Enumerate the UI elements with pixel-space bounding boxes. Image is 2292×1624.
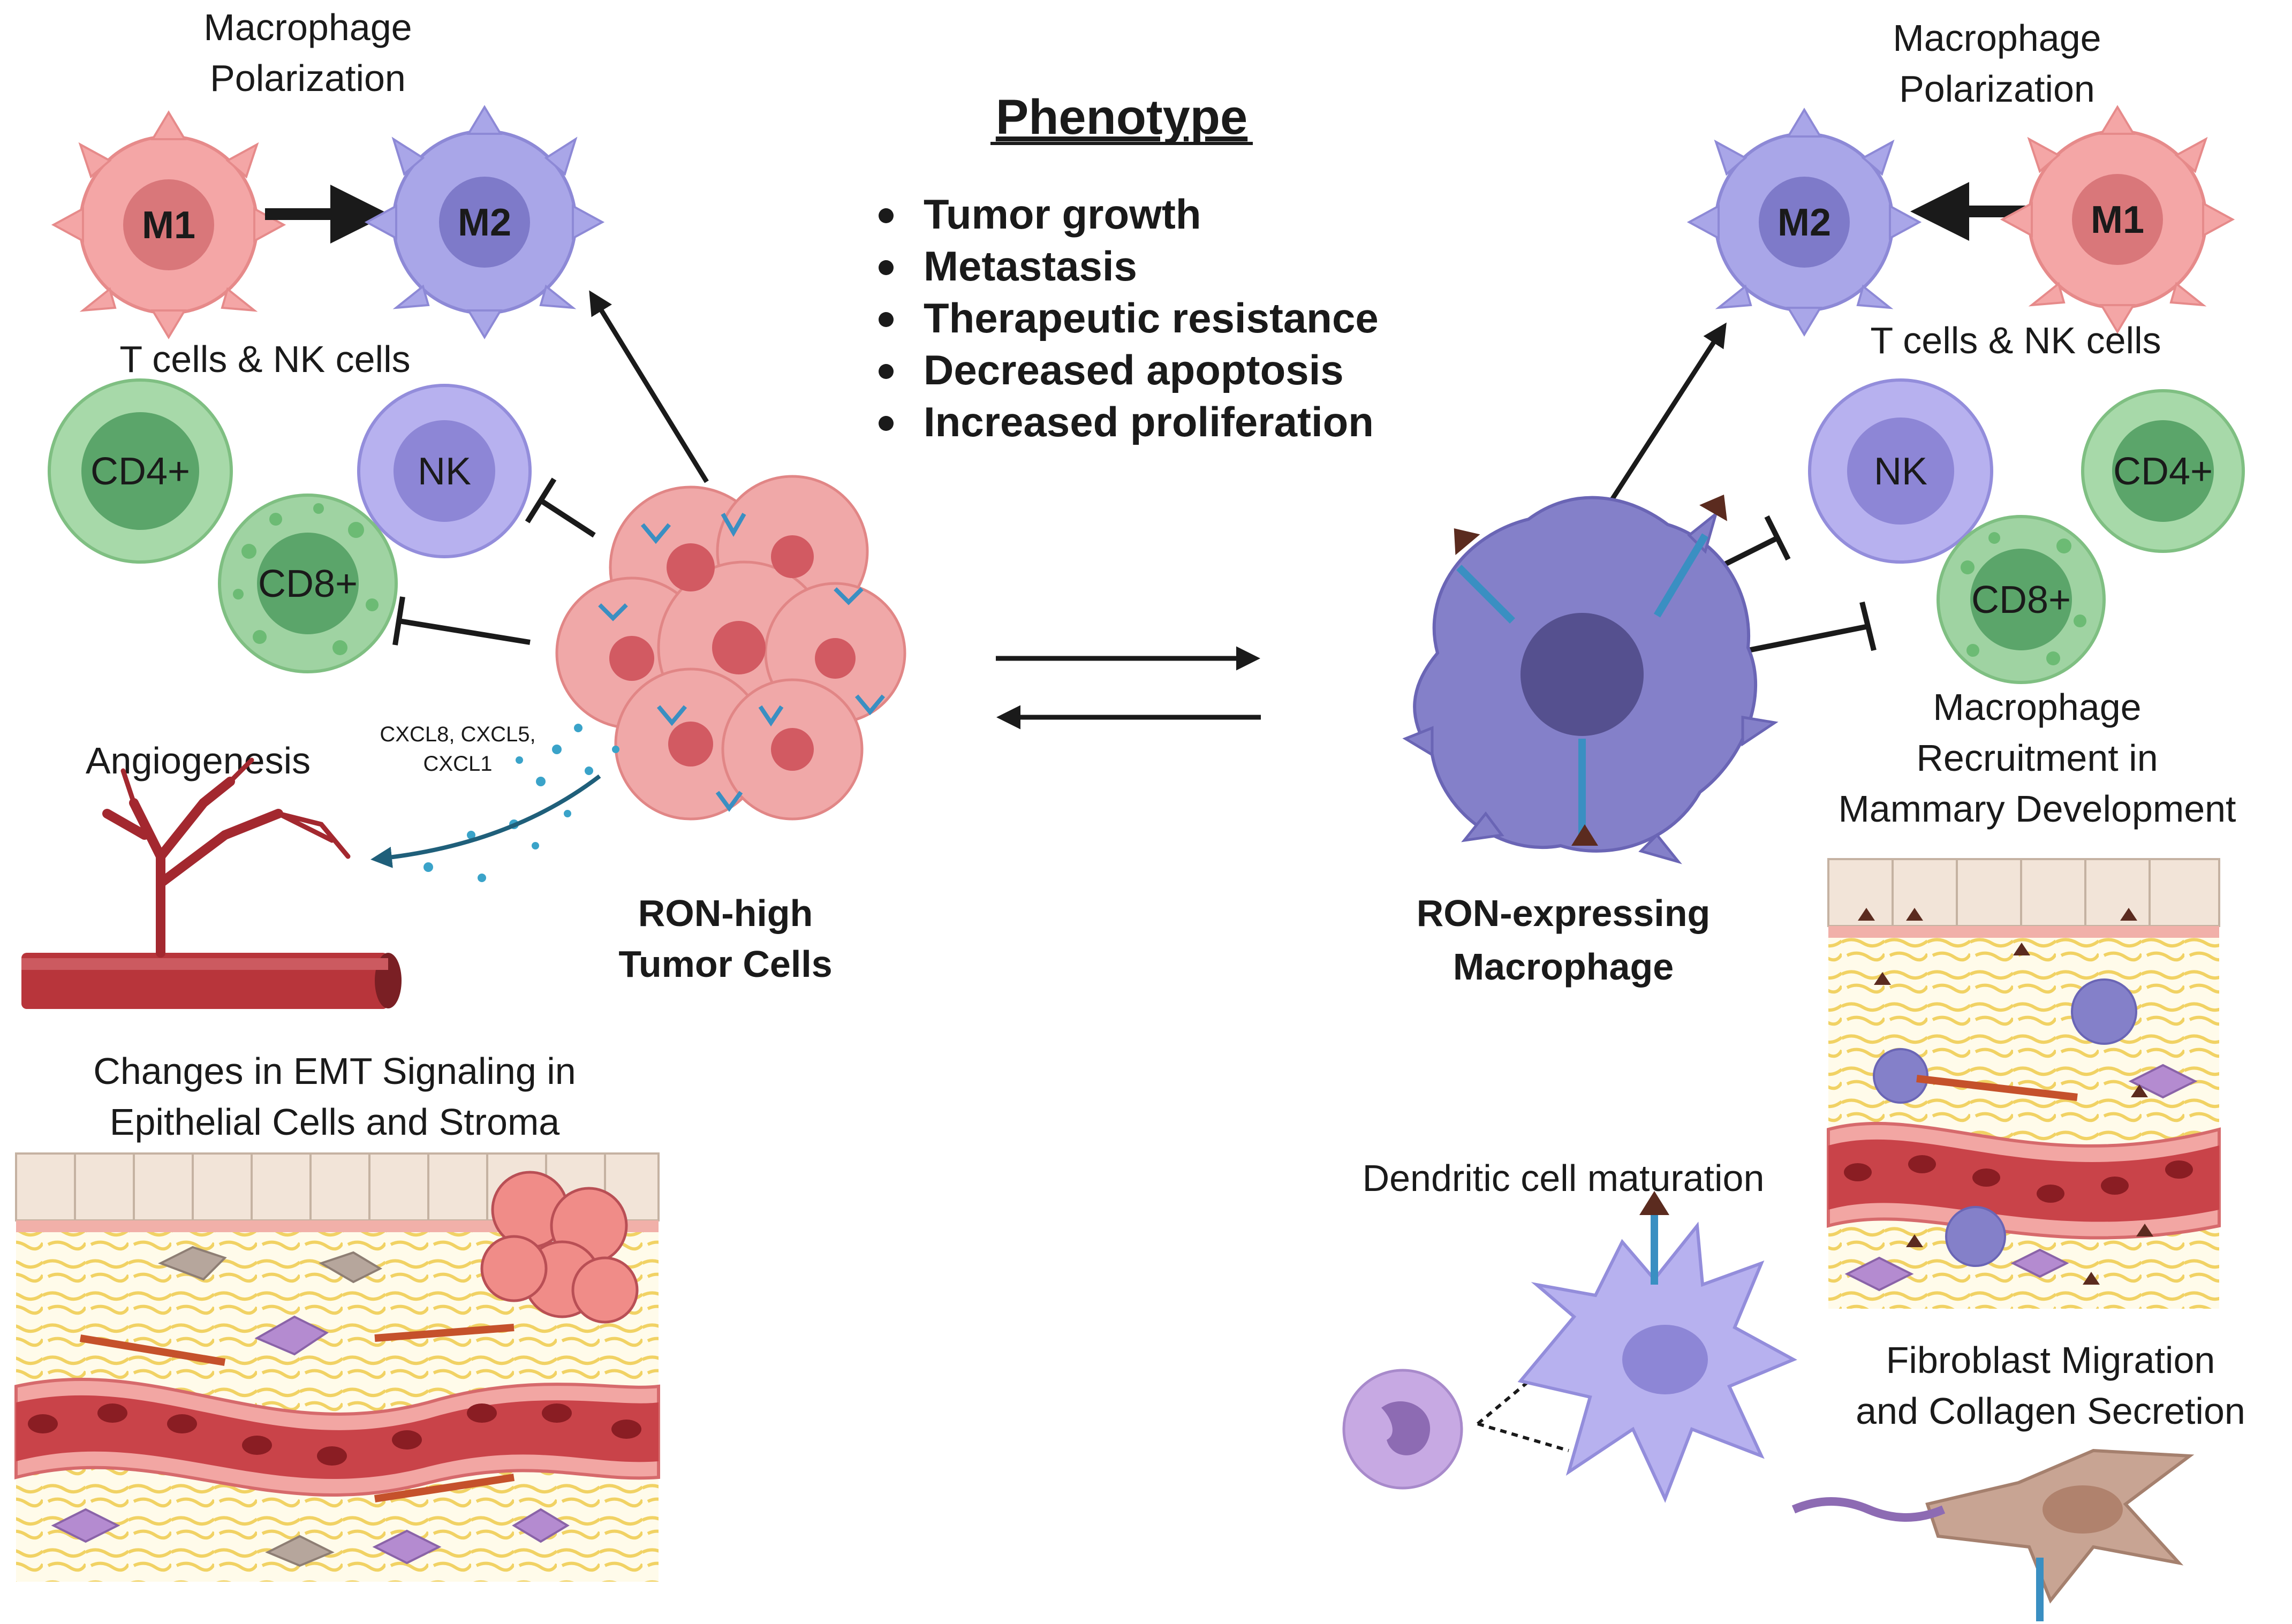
collagen-fiber	[1916, 1075, 2078, 1101]
right-cd8-cell: CD8+	[1937, 515, 2106, 684]
phenotype-item-4: Decreased apoptosis	[924, 346, 1344, 393]
mammary-tissue-panel	[1827, 858, 2221, 1309]
left-cd4-label: CD4+	[90, 450, 190, 493]
m1-nucleus	[123, 179, 214, 270]
phenotype-item-3: Therapeutic resistance	[924, 294, 1379, 342]
emt-label-2: Epithelial Cells and Stroma	[110, 1101, 559, 1143]
right-polarization-label-2: Polarization	[1899, 68, 2095, 110]
phenotype-block: Phenotype Tumor growth Metastasis Therap…	[879, 90, 1379, 445]
ron-expressing-macrophage	[1402, 495, 1779, 864]
left-polarization-label-1: Macrophage	[203, 6, 412, 48]
tumor-label-2: Tumor Cells	[618, 943, 832, 985]
chemokine-label-1: CXCL8, CXCL5,	[380, 723, 535, 746]
right-m1-cell: M1	[2000, 105, 2235, 334]
left-inhibition-cd8	[392, 596, 531, 646]
monocyte-cell	[1342, 1369, 1463, 1490]
left-tumor-to-m2-arrow	[589, 290, 709, 483]
left-m1-label: M1	[142, 204, 195, 247]
emt-label-1: Changes in EMT Signaling in	[93, 1050, 576, 1092]
phenotype-item-1: Tumor growth	[924, 191, 1201, 238]
macrophage-label-1: RON-expressing	[1417, 892, 1710, 934]
left-polarization-label-2: Polarization	[210, 57, 406, 99]
right-cd8-label: CD8+	[1971, 579, 2071, 621]
right-tnk-label: T cells & NK cells	[1870, 320, 2161, 361]
phenotype-bullets	[879, 208, 894, 431]
phenotype-item-5: Increased proliferation	[924, 398, 1374, 445]
right-tnk-group: T cells & NK cells NK CD4+ CD8+	[1717, 320, 2245, 684]
dendritic-label: Dendritic cell maturation	[1363, 1157, 1765, 1199]
right-polarization-label-1: Macrophage	[1893, 17, 2101, 59]
dendritic-cell-group	[1342, 1191, 1797, 1503]
right-cd4-label: CD4+	[2113, 450, 2213, 493]
left-m2-cell: M2	[364, 105, 605, 339]
right-m2-label: M2	[1777, 201, 1831, 244]
dendritic-cell	[1517, 1191, 1797, 1503]
left-nk-label: NK	[418, 450, 471, 493]
fibro-label-2: and Collagen Secretion	[1856, 1390, 2245, 1432]
right-inhibition-nk	[1717, 515, 1791, 570]
left-macrophage-polarization: Macrophage Polarization M1	[51, 6, 605, 339]
emt-tissue-panel	[14, 1152, 660, 1582]
left-cd8-label: CD8+	[258, 563, 358, 605]
left-tnk-label: T cells & NK cells	[119, 338, 410, 380]
left-nk-cell: NK	[357, 384, 532, 558]
chemokine-label-2: CXCL1	[423, 752, 493, 776]
left-cd4-cell: CD4+	[48, 378, 233, 564]
left-cd8-cell: CD8+	[218, 494, 398, 673]
right-m2-cell: M2	[1686, 108, 1922, 337]
fibro-label-1: Fibroblast Migration	[1886, 1339, 2215, 1381]
fibroblast-cell	[1791, 1448, 2195, 1624]
right-macrophage-to-m2-arrow	[1604, 322, 1727, 510]
left-inhibition-nk	[525, 477, 596, 538]
recruit-label-3: Mammary Development	[1839, 788, 2236, 830]
right-nk-label: NK	[1874, 450, 1927, 493]
angiogenesis-vessel	[21, 757, 402, 1009]
right-macrophage-polarization: Macrophage Polarization M2 M1	[1686, 17, 2235, 337]
right-inhibition-cd8	[1734, 601, 1877, 656]
macrophage-label-2: Macrophage	[1453, 946, 1674, 988]
recruit-label-1: Macrophage	[1933, 686, 2141, 728]
phenotype-item-2: Metastasis	[924, 242, 1137, 290]
m2-nucleus	[439, 177, 530, 268]
phenotype-title: Phenotype	[996, 90, 1247, 145]
left-m1-cell: M1	[51, 110, 286, 339]
dendritic-dotted-lines	[1477, 1369, 1569, 1452]
angiogenesis-label: Angiogenesis	[86, 740, 311, 781]
recruit-label-2: Recruitment in	[1916, 737, 2158, 779]
right-nk-cell: NK	[1808, 378, 1993, 564]
tumor-label-1: RON-high	[638, 892, 813, 934]
ron-high-tumor-cluster	[555, 475, 906, 821]
chemokine-to-angiogenesis-arrow	[370, 774, 601, 868]
right-cd4-cell: CD4+	[2081, 389, 2245, 553]
left-tnk-group: T cells & NK cells CD4+ NK CD8+	[48, 338, 596, 673]
right-m1-label: M1	[2091, 199, 2144, 241]
chemokine-dots	[423, 724, 619, 882]
left-m2-label: M2	[458, 201, 511, 244]
